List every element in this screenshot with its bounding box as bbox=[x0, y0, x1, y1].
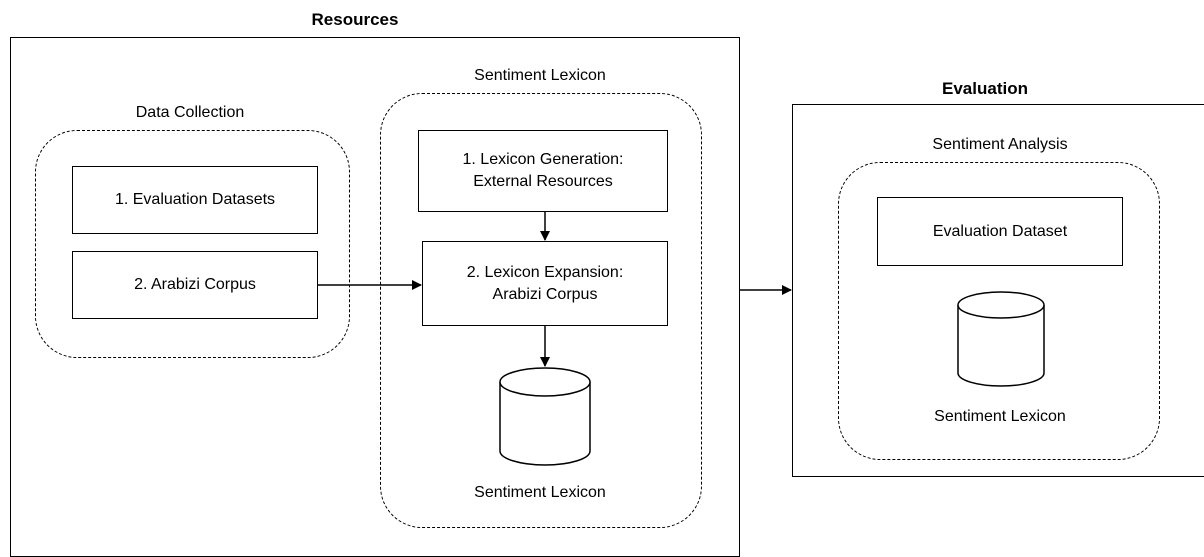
evaluation-datasets-box: 1. Evaluation Datasets bbox=[72, 166, 318, 234]
evaluation-dataset-box: Evaluation Dataset bbox=[877, 197, 1123, 266]
diagram-connectors bbox=[318, 212, 1045, 466]
sentiment-analysis-group bbox=[838, 162, 1160, 460]
sentiment-lexicon-group-title: Sentiment Lexicon bbox=[474, 67, 606, 84]
evaluation-database-icon bbox=[957, 291, 1045, 387]
data-collection-group bbox=[35, 130, 350, 358]
lexicon-expansion-box: 2. Lexicon Expansion: Arabizi Corpus bbox=[422, 241, 668, 326]
resources-title: Resources bbox=[311, 10, 399, 29]
evaluation-sentiment-lexicon-label: Sentiment Lexicon bbox=[934, 408, 1066, 425]
evaluation-title: Evaluation bbox=[942, 79, 1028, 98]
lexicon-generation-box: 1. Lexicon Generation: External Resource… bbox=[418, 130, 668, 212]
sentiment-analysis-title: Sentiment Analysis bbox=[932, 136, 1068, 153]
resources-database-icon bbox=[499, 367, 591, 466]
data-collection-title: Data Collection bbox=[135, 104, 245, 121]
sentiment-lexicon-group bbox=[380, 93, 702, 528]
sentiment-lexicon-database-label: Sentiment Lexicon bbox=[474, 484, 606, 501]
arabizi-corpus-box: 2. Arabizi Corpus bbox=[72, 251, 318, 319]
